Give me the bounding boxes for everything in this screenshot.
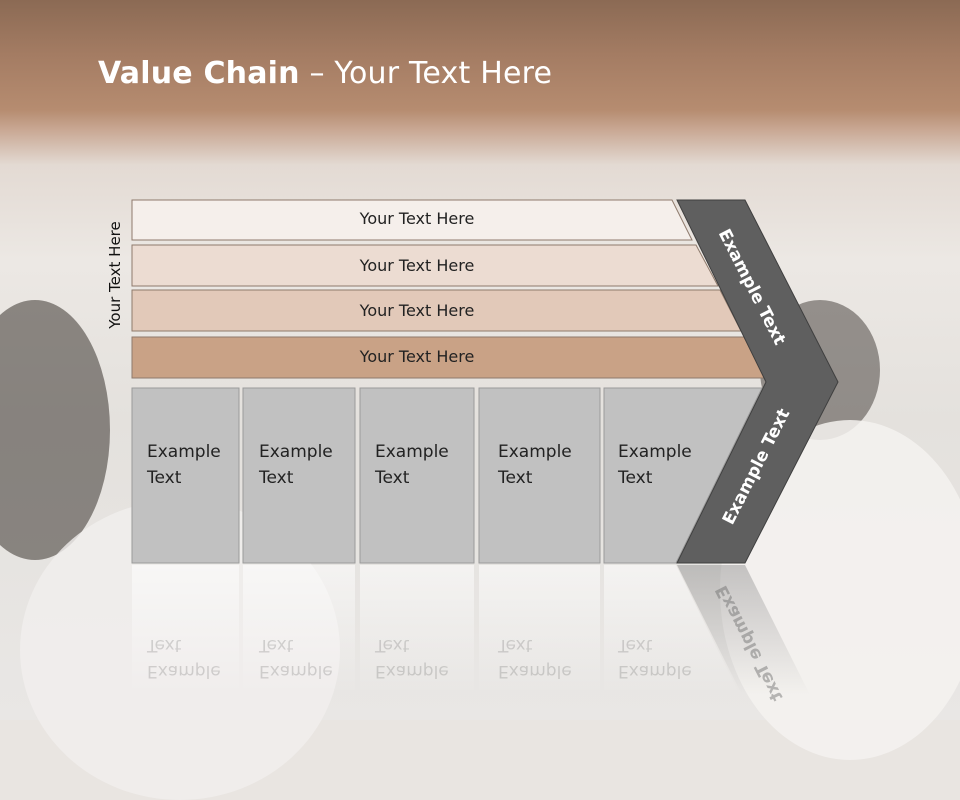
box-label-2: Example Text [259,439,333,491]
box-1 [131,387,240,564]
chevron-arrow [676,199,839,564]
box-2 [242,387,356,564]
box-3 [359,387,475,564]
reflection-box-5 [604,565,740,695]
box-label-2-line1: Example [259,442,333,462]
row-label-3: Your Text Here [359,301,475,320]
reflection-box-2 [243,565,355,695]
box-label-5-line2: Text [618,468,653,488]
reflection-box-1 [132,565,239,695]
box-label-5: Example Text [618,439,692,491]
title-separator: – [299,56,335,91]
value-chain-diagram [131,199,839,695]
reflection-box-3 [360,565,474,695]
title-rest: Your Text Here [334,56,553,91]
box-label-2-line2: Text [259,468,294,488]
box-label-5-line1: Example [618,442,692,462]
row-label-4: Your Text Here [359,347,475,366]
box-label-3: Example Text [375,439,449,491]
reflection-box-4 [479,565,600,695]
title-bold: Value Chain [98,56,300,91]
box-label-4: Example Text [498,439,572,491]
box-label-4-line1: Example [498,442,572,462]
row-band-2 [131,244,719,287]
box-4 [478,387,601,564]
slide-title: Value Chain – Your Text Here [98,56,552,91]
reflection-chevron [677,565,810,695]
row-label-1: Your Text Here [359,209,475,228]
box-label-1: Example Text [147,439,221,491]
box-label-1-line1: Example [147,442,221,462]
box-label-1-line2: Text [147,468,182,488]
box-label-4-line2: Text [498,468,533,488]
box-label-3-line1: Example [375,442,449,462]
box-label-3-line2: Text [375,468,410,488]
row-label-2: Your Text Here [359,256,475,275]
box-5 [603,387,763,564]
row-band-1 [131,199,693,241]
